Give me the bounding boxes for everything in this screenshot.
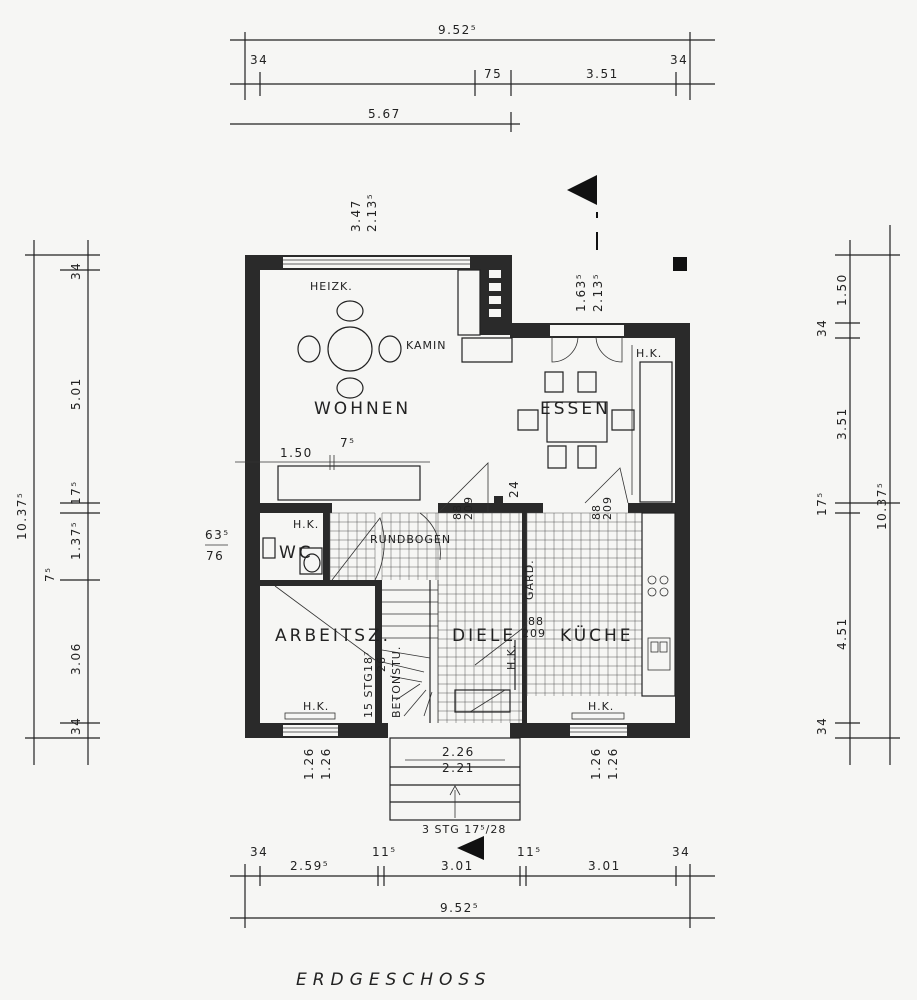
door-b-209: 209: [601, 496, 614, 520]
essen-dining-set: [517, 371, 635, 469]
plan-title: ERDGESCHOSS: [296, 970, 491, 990]
essen-patio-door: 1.63⁵ 2.13⁵: [550, 273, 624, 363]
wohnen-dining-set: [297, 300, 402, 399]
dim-top-left34: 34: [250, 53, 268, 67]
room-kueche: KÜCHE: [560, 624, 634, 646]
tile-floor: [329, 512, 642, 723]
dim-bot-2595: 2.59⁵: [290, 859, 329, 873]
window-wohnen-top: 3.47 2.13⁵: [283, 193, 470, 268]
dim-wall-75: 7⁵: [340, 436, 355, 450]
dim-top-right34: 34: [670, 53, 688, 67]
window-kueche: H.K. 1.26 1.26: [570, 700, 627, 780]
right-dimension-chains: 1.50 34 3.51 17⁵ 10.37⁵ 4.51 34: [815, 225, 900, 765]
label-stair-ratio-bot: 26: [375, 656, 388, 672]
dim-bot-115a: 11⁵: [372, 845, 397, 859]
left-dimension-chains: 34 5.01 10.37⁵ 17⁵ 1.37⁵ 7⁵ 3.06 34: [15, 240, 100, 765]
wc-fixtures: WC H.K. 63⁵ 76: [205, 513, 323, 580]
dim-top-75: 75: [484, 67, 502, 81]
kamin-vents: KAMIN: [406, 266, 513, 363]
dim-entry-221: 2.21: [442, 761, 475, 775]
top-dimension-chains: 9.52⁵ 34 75 3.51 34 5.67: [230, 23, 715, 132]
label-hk-diele: H.K.: [505, 644, 518, 670]
label-hk-essen: H.K.: [636, 347, 662, 360]
room-essen: ESSEN: [540, 399, 611, 419]
dim-left-bot34: 34: [69, 717, 83, 735]
dim-right-top34: 34: [815, 319, 829, 337]
door-c-88: 88: [528, 615, 544, 628]
dim-win-kue-1: 1.26: [589, 747, 603, 780]
essen-sideboard: H.K.: [631, 345, 673, 503]
dim-right-451: 4.51: [835, 617, 849, 650]
section-marker-bottom: [457, 836, 484, 860]
dim-win-arb-1: 1.26: [302, 747, 316, 780]
label-rundbogen: RUNDBOGEN: [370, 533, 451, 546]
dim-right-351: 3.51: [835, 407, 849, 440]
kueche-counter: [641, 512, 676, 697]
dim-top-567: 5.67: [368, 107, 401, 121]
label-hk-wc: H.K.: [293, 518, 319, 531]
dim-bot-right34: 34: [672, 845, 690, 859]
dim-win-kue-2: 1.26: [606, 747, 620, 780]
dim-right-175: 17⁵: [815, 491, 829, 516]
dim-win-arb-2: 1.26: [319, 747, 333, 780]
door-b-88: 88: [590, 504, 603, 520]
dim-right-150: 1.50: [835, 273, 849, 306]
dim-wc-76: 76: [206, 549, 224, 563]
label-hk-arbeitsz: H.K.: [303, 700, 329, 713]
label-betonstu: BETONSTU.: [390, 646, 403, 718]
dim-essen-door-1635: 1.63⁵: [574, 273, 588, 312]
section-marker-top: [567, 175, 687, 271]
label-hk-kueche: H.K.: [588, 700, 614, 713]
dim-window-top-347: 3.47: [349, 199, 363, 232]
dim-bot-301a: 3.01: [441, 859, 474, 873]
door-a-209: 209: [462, 496, 475, 520]
label-stg-outer: 3 STG 17⁵/28: [422, 823, 506, 836]
bottom-dimension-chains: 34 2.59⁵ 11⁵ 3.01 11⁵ 3.01 34 9.52⁵: [230, 845, 715, 928]
dim-left-306: 3.06: [69, 642, 83, 675]
dim-left-top34: 34: [69, 262, 83, 280]
door-c-209: 209: [522, 627, 546, 640]
wohnen-shelf: 1.50 7⁵: [235, 436, 430, 501]
dim-left-total: 10.37⁵: [15, 492, 29, 540]
dim-right-bot34: 34: [815, 717, 829, 735]
dim-entry-226: 2.26: [442, 745, 475, 759]
label-wall-24: 24: [507, 480, 521, 498]
room-wc: WC: [279, 543, 314, 563]
dim-essen-door-2135: 2.13⁵: [591, 273, 605, 312]
label-gard: GARD.: [523, 559, 536, 600]
label-stg-inner: 15 STG: [362, 672, 375, 718]
door-swings: [274, 462, 629, 666]
dim-left-1375: 1.37⁵: [69, 521, 83, 560]
label-stair-ratio-top: 18⁷: [362, 651, 375, 672]
diele-closet: H.K.: [454, 640, 518, 713]
dim-window-top-2135: 2.13⁵: [365, 193, 379, 232]
dim-top-total: 9.52⁵: [438, 23, 477, 37]
staircase: 15 STG 18⁷ 26 BETONSTU.: [362, 580, 439, 723]
dim-right-total: 10.37⁵: [875, 482, 889, 530]
dim-left-175: 17⁵: [69, 480, 83, 505]
dim-bot-total: 9.52⁵: [440, 901, 479, 915]
label-kamin: KAMIN: [406, 339, 447, 352]
dim-left-501: 5.01: [69, 377, 83, 410]
label-heizk: HEIZK.: [310, 280, 353, 293]
room-wohnen: WOHNEN: [314, 399, 411, 419]
dim-bot-301b: 3.01: [588, 859, 621, 873]
entrance-steps: 2.26 2.21 3 STG 17⁵/28: [380, 723, 522, 836]
dim-top-351: 3.51: [586, 67, 619, 81]
room-diele: DIELE: [452, 626, 516, 646]
window-arbeitsz: H.K. 1.26 1.26: [283, 700, 338, 780]
dim-bot-115b: 11⁵: [517, 845, 542, 859]
dim-left-75: 7⁵: [43, 567, 57, 582]
room-arbeitsz: ARBEITSZ.: [275, 626, 391, 646]
dim-wc-635: 63⁵: [205, 528, 230, 542]
door-a-88: 88: [451, 504, 464, 520]
dim-wall-150: 1.50: [280, 446, 313, 460]
interior-walls: [260, 496, 675, 723]
dim-bot-left34: 34: [250, 845, 268, 859]
